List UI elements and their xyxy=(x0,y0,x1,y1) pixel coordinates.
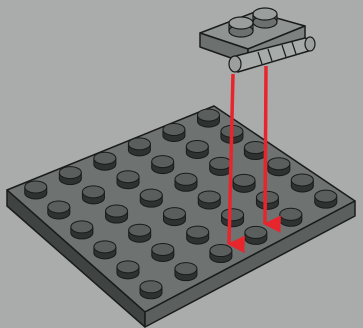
base-plate-stud xyxy=(210,157,232,175)
new-plate-stud-2 xyxy=(253,8,277,28)
base-plate-stud xyxy=(222,209,244,227)
base-plate-stud xyxy=(187,226,209,244)
base-plate-stud xyxy=(198,191,220,209)
new-plate-stud-1 xyxy=(229,17,253,37)
base-plate-6x6 xyxy=(7,106,355,327)
base-plate-stud xyxy=(94,152,116,170)
base-plate-stud xyxy=(163,123,185,141)
base-plate-stud xyxy=(315,190,337,208)
placement-arrow-2 xyxy=(265,66,266,224)
base-plate-stud xyxy=(268,158,290,176)
base-plate-stud xyxy=(163,208,185,226)
base-plate-stud xyxy=(152,243,174,261)
base-plate-stud xyxy=(197,109,219,127)
base-plate-stud xyxy=(25,181,47,199)
base-plate-stud xyxy=(186,140,208,158)
base-plate-stud xyxy=(82,186,104,204)
base-plate-stud xyxy=(128,138,150,156)
base-plate-stud xyxy=(117,171,139,189)
base-plate-stud xyxy=(245,226,267,244)
base-plate-stud xyxy=(117,261,139,279)
base-plate-stud xyxy=(175,263,197,281)
base-plate-stud xyxy=(59,167,81,185)
base-plate-stud xyxy=(280,208,302,226)
base-plate-stud xyxy=(256,191,278,209)
base-plate-stud xyxy=(175,173,197,191)
base-plate-stud xyxy=(291,174,313,192)
base-plate-stud xyxy=(244,142,266,160)
base-plate-stud xyxy=(94,241,116,259)
base-plate-stud xyxy=(129,224,151,242)
base-plate-stud xyxy=(233,174,255,192)
base-plate-stud xyxy=(48,201,70,219)
base-plate-stud xyxy=(106,205,128,223)
base-plate-stud xyxy=(210,245,232,263)
plate-1x2-with-clips xyxy=(200,8,315,72)
base-plate-stud xyxy=(140,189,162,207)
base-plate-stud xyxy=(71,221,93,239)
base-plate-stud xyxy=(152,156,174,174)
base-plate-stud xyxy=(140,281,162,299)
